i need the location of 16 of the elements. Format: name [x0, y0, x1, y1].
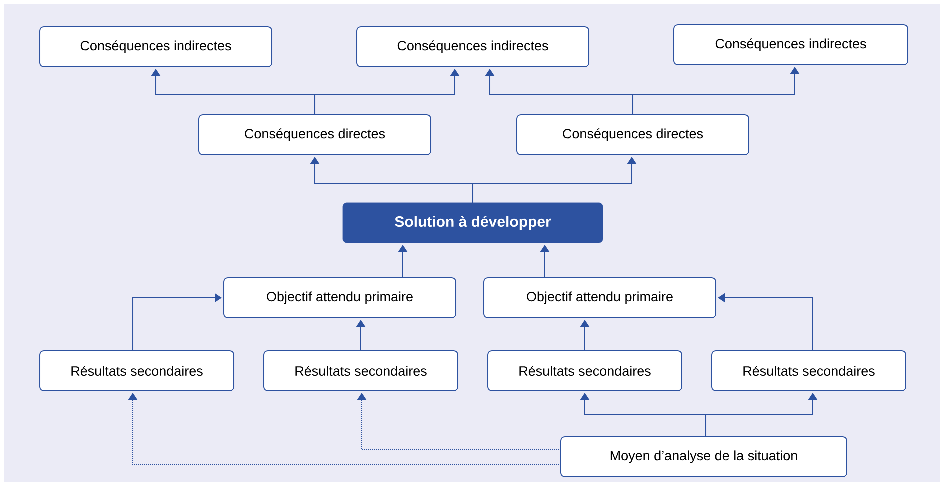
arrow: [132, 293, 222, 352]
arrow: [357, 393, 562, 450]
process-box: Résultats secondaires: [40, 350, 234, 392]
process-box: Objectif attendu primaire: [484, 277, 716, 318]
process-box: Objectif attendu primaire: [224, 277, 456, 318]
arrow: [128, 393, 562, 466]
process-box: Conséquences indirectes: [356, 26, 590, 68]
process-box: Moyen d’analyse de la situation: [560, 436, 848, 478]
process-box: Résultats secondaires: [264, 350, 458, 392]
process-box: Conséquences indirectes: [40, 26, 272, 68]
solution-box: Solution à développer: [342, 202, 604, 244]
process-box: Conséquences indirectes: [674, 24, 908, 66]
process-box: Conséquences directes: [198, 114, 432, 156]
process-box: Conséquences directes: [516, 114, 750, 156]
process-box: Résultats secondaires: [488, 350, 682, 392]
process-box: Résultats secondaires: [712, 350, 906, 392]
